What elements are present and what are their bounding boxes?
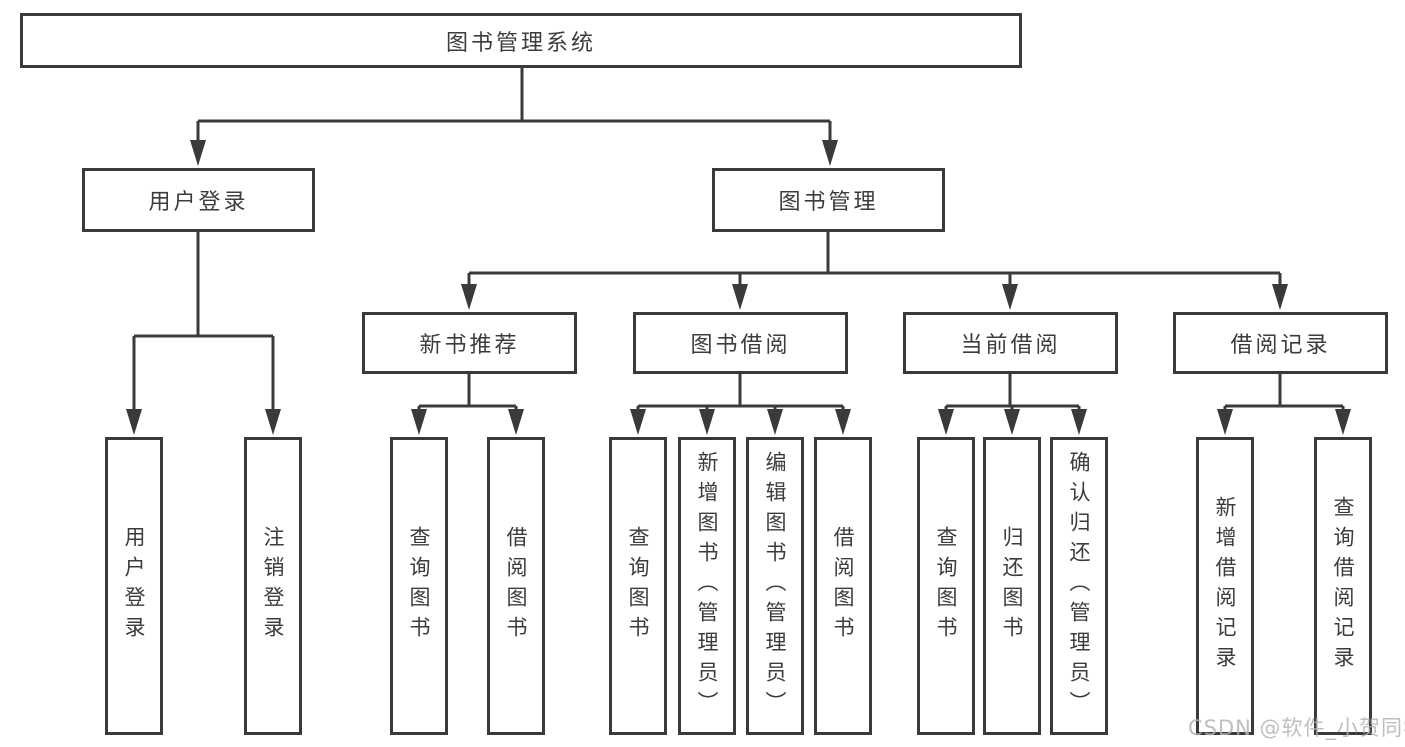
leaf-edit-books-admin-label: 编辑图书（管理员）	[763, 451, 787, 721]
leaf-return-books-label: 归还图书	[1000, 526, 1024, 646]
leaf-query-borrow-record-label: 查询借阅记录	[1331, 496, 1355, 676]
leaf-confirm-return-admin: 确认归还（管理员）	[1050, 437, 1108, 735]
leaf-query-borrow-record: 查询借阅记录	[1314, 437, 1372, 735]
node-current-borrowing-label: 当前借阅	[960, 333, 1061, 358]
leaf-query-books-borrowing: 查询图书	[609, 437, 667, 735]
leaf-borrow-books-recommend-label: 借阅图书	[504, 526, 528, 646]
leaf-user-login-label: 用户登录	[122, 526, 146, 646]
leaf-user-login: 用户登录	[105, 437, 163, 735]
leaf-confirm-return-admin-label: 确认归还（管理员）	[1067, 451, 1091, 721]
node-book-borrowing-label: 图书借阅	[690, 333, 791, 358]
node-new-book-recommendation-label: 新书推荐	[419, 333, 520, 358]
leaf-add-borrow-record-label: 新增借阅记录	[1213, 496, 1237, 676]
leaf-return-books: 归还图书	[983, 437, 1041, 735]
node-borrowing-records: 借阅记录	[1173, 312, 1388, 374]
leaf-query-books-recommend-label: 查询图书	[407, 526, 431, 646]
leaf-add-books-admin-label: 新增图书（管理员）	[695, 451, 719, 721]
node-new-book-recommendation: 新书推荐	[362, 312, 577, 374]
node-current-borrowing: 当前借阅	[903, 312, 1118, 374]
node-book-management: 图书管理	[712, 168, 945, 232]
leaf-query-books-current: 查询图书	[917, 437, 975, 735]
node-user-login-label: 用户登录	[148, 190, 249, 215]
root-node-library-management-system: 图书管理系统	[20, 13, 1022, 68]
leaf-query-books-current-label: 查询图书	[934, 526, 958, 646]
leaf-borrow-books-borrowing: 借阅图书	[814, 437, 872, 735]
leaf-query-books-recommend: 查询图书	[390, 437, 448, 735]
leaf-logout: 注销登录	[244, 437, 302, 735]
leaf-borrow-books-recommend: 借阅图书	[487, 437, 545, 735]
node-borrowing-records-label: 借阅记录	[1230, 333, 1331, 358]
leaf-logout-label: 注销登录	[261, 526, 285, 646]
leaf-borrow-books-borrowing-label: 借阅图书	[831, 526, 855, 646]
node-user-login: 用户登录	[82, 168, 315, 232]
leaf-add-books-admin: 新增图书（管理员）	[678, 437, 736, 735]
leaf-edit-books-admin: 编辑图书（管理员）	[746, 437, 804, 735]
root-node-label: 图书管理系统	[445, 30, 596, 56]
node-book-borrowing: 图书借阅	[633, 312, 848, 374]
leaf-add-borrow-record: 新增借阅记录	[1196, 437, 1254, 735]
node-book-management-label: 图书管理	[778, 190, 879, 215]
csdn-watermark: CSDN @软件_小贺同学	[1188, 716, 1405, 740]
leaf-query-books-borrowing-label: 查询图书	[626, 526, 650, 646]
